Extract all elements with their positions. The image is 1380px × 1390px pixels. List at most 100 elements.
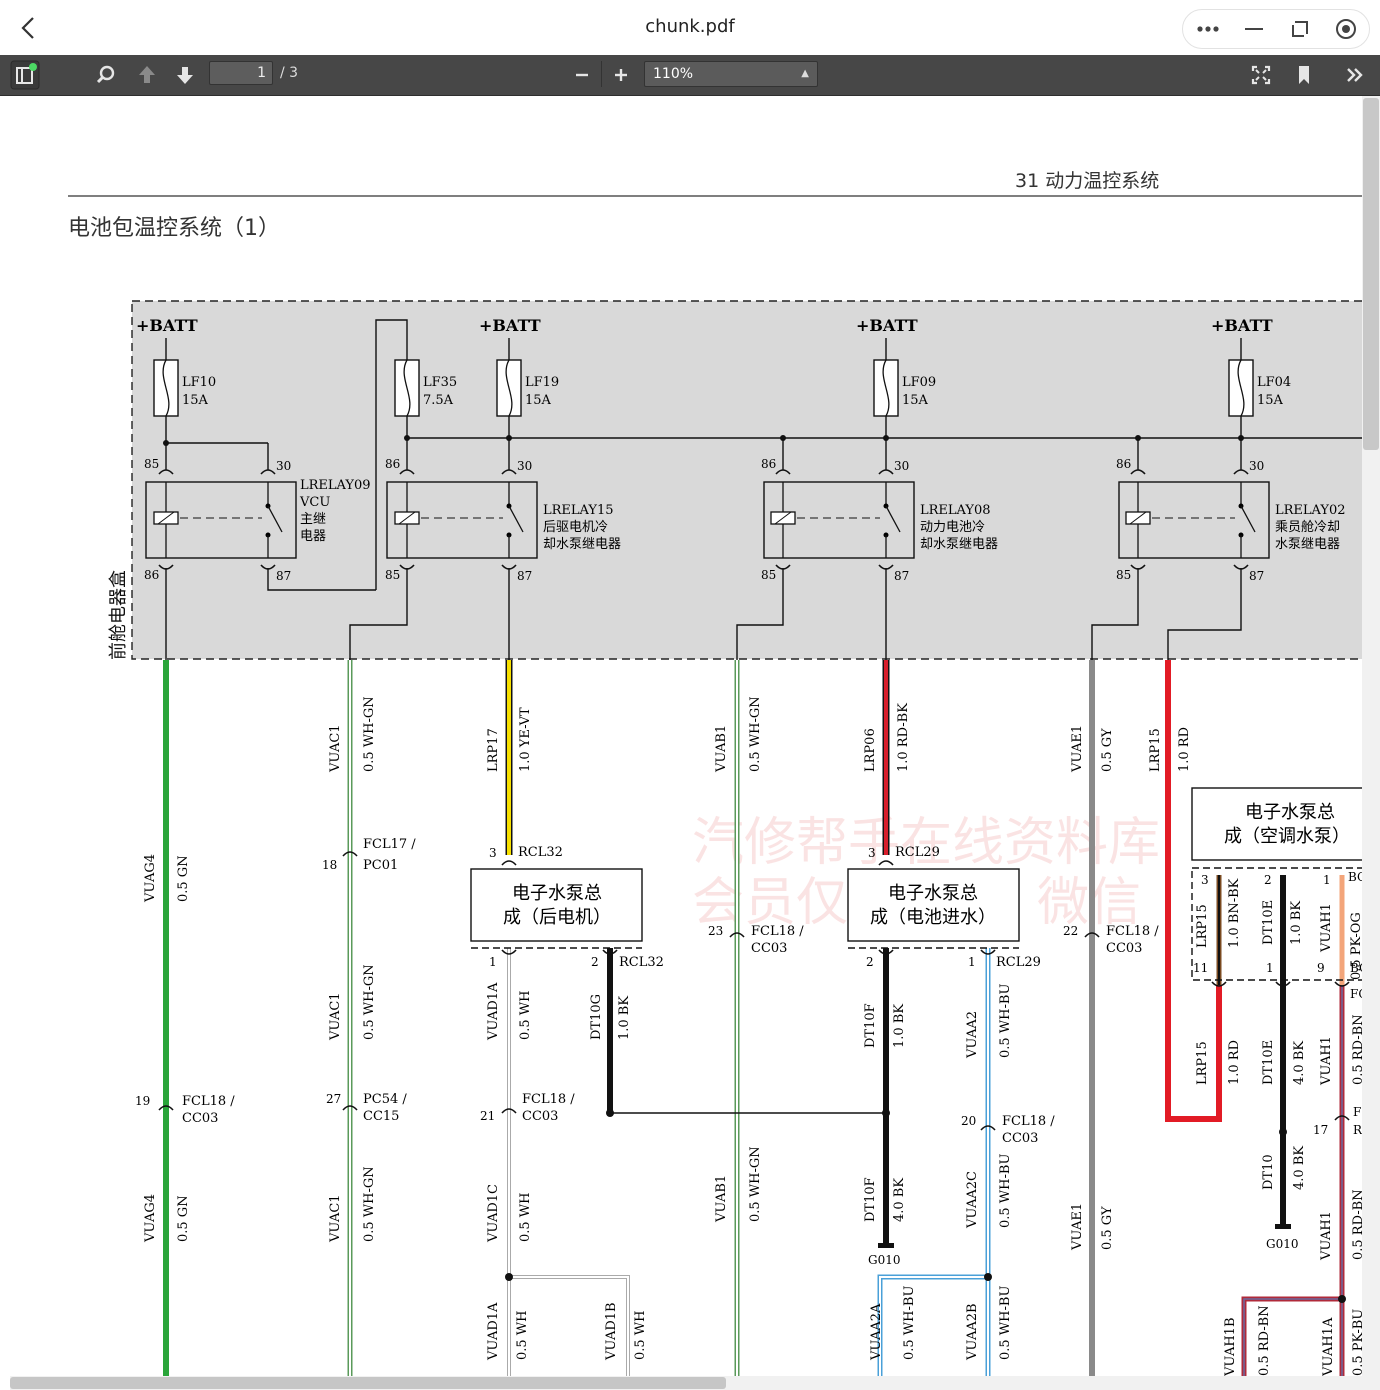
svg-text:LRELAY08: LRELAY08 — [920, 503, 991, 518]
next-page-icon[interactable] — [170, 60, 200, 90]
bookmark-icon[interactable] — [1289, 60, 1319, 90]
svg-text:18: 18 — [322, 858, 337, 872]
fuse-lf19: LF19 15A — [496, 359, 559, 417]
wire-spec: 1.0 RD — [1227, 1040, 1242, 1085]
svg-text:电子水泵总: 电子水泵总 — [512, 883, 602, 904]
zoom-select[interactable]: 110%▲ — [644, 61, 818, 87]
relay-lrelay09: LRELAY09 VCU 主继 电器 85 30 86 87 — [144, 457, 371, 583]
wire-label: DT10F — [863, 1177, 878, 1222]
relay-lrelay08: LRELAY08 动力电池冷 却水泵继电器 86 30 85 87 — [761, 457, 998, 583]
previous-page-icon[interactable] — [132, 60, 162, 90]
wire-spec: 4.0 BK — [1292, 1146, 1307, 1190]
fullscreen-icon[interactable] — [1246, 60, 1276, 90]
svg-text:85: 85 — [144, 457, 159, 471]
svg-text:成（电池进水）: 成（电池进水） — [870, 907, 996, 928]
connector-fcl18: FCL18 / — [182, 1094, 235, 1109]
sidebar-toggle-icon[interactable] — [10, 60, 40, 90]
svg-text:成（空调水泵）: 成（空调水泵） — [1224, 826, 1350, 847]
svg-text:7.5A: 7.5A — [423, 393, 454, 408]
wire-spec: 0.5 WH-BU — [998, 1154, 1013, 1228]
svg-text:LF10: LF10 — [182, 375, 216, 390]
wire-label: VUAH1 — [1319, 1211, 1334, 1261]
svg-text:汽修帮手在线资料库: 汽修帮手在线资料库 — [692, 813, 1160, 873]
wire-label: LRP15 — [1148, 728, 1163, 772]
wire-spec: 0.5 WH-BU — [902, 1286, 917, 1360]
wire-spec: 0.5 WH — [518, 1192, 533, 1242]
vertical-scroll-thumb[interactable] — [1363, 98, 1379, 450]
svg-text:85: 85 — [1116, 568, 1131, 582]
wire-spec: 0.5 WH-GN — [748, 696, 763, 772]
restore-icon[interactable] — [1285, 14, 1315, 44]
svg-text:LF35: LF35 — [423, 375, 457, 390]
fuse-lf10: LF10 15A — [153, 359, 216, 417]
svg-text:RCL32: RCL32 — [619, 955, 664, 970]
svg-text:LF09: LF09 — [902, 375, 936, 390]
wire-spec: 1.0 RD — [1177, 727, 1192, 772]
svg-text:87: 87 — [517, 569, 532, 583]
svg-text:11: 11 — [1193, 961, 1208, 975]
fuse-box-label: 前舱电器盒 — [108, 570, 129, 660]
wire-spec: 1.0 BN-BK — [1227, 878, 1242, 948]
wire-spec: 0.5 WH-GN — [362, 964, 377, 1040]
svg-text:PC01: PC01 — [363, 858, 398, 873]
wire-label: VUAD1C — [486, 1184, 501, 1243]
wire-label: VUAG4 — [143, 854, 158, 903]
ground-g010: G010 — [1266, 1224, 1299, 1251]
svg-text:22: 22 — [1063, 924, 1078, 938]
svg-text:VCU: VCU — [299, 495, 330, 510]
svg-text:BC: BC — [1348, 870, 1366, 884]
svg-text:水泵继电器: 水泵继电器 — [1275, 537, 1340, 552]
page-count: / 3 — [280, 65, 299, 81]
wire-spec: 0.5 WH-GN — [362, 1166, 377, 1242]
back-arrow-icon[interactable] — [14, 13, 44, 43]
more-options-icon[interactable] — [1193, 14, 1223, 44]
more-tools-icon[interactable] — [1340, 60, 1370, 90]
wire-label: VUAG4 — [143, 1194, 158, 1243]
pump-rear-motor: 电子水泵总 成（后电机） 3 RCL32 1 2 RCL32 — [470, 845, 664, 970]
svg-text:CC03: CC03 — [522, 1109, 558, 1124]
wire-spec: 0.5 GY — [1100, 1206, 1115, 1250]
wire-label: DT10E — [1261, 900, 1276, 945]
wiring-diagram: 31 动力温控系统 电池包温控系统（1） 前舱电器盒 汽修帮手在线资料库 会员仅… — [68, 170, 1380, 1377]
svg-text:乘员舱冷却: 乘员舱冷却 — [1275, 520, 1340, 535]
wire-label: VUAA2B — [965, 1303, 980, 1361]
zoom-in-icon[interactable] — [606, 60, 636, 90]
ground-g010: G010 — [868, 1243, 901, 1267]
connector-fcl17: FCL17 / — [363, 837, 416, 852]
section-title: 31 动力温控系统 — [1015, 170, 1159, 192]
wire-spec: 4.0 BK — [1292, 1041, 1307, 1085]
svg-text:19: 19 — [135, 1094, 150, 1108]
wire-spec: 0.5 RD-BN — [1257, 1305, 1272, 1376]
wire-spec: 0.5 GY — [1100, 728, 1115, 772]
wire-label: VUAE1 — [1070, 1203, 1085, 1251]
connector-fcl18: FCL18 / — [522, 1092, 575, 1107]
wire-label: VUAD1A — [486, 982, 501, 1041]
svg-text:86: 86 — [761, 457, 776, 471]
minimize-icon[interactable] — [1239, 14, 1269, 44]
svg-text:电子水泵总: 电子水泵总 — [888, 883, 978, 904]
wire-spec: 0.5 WH-GN — [748, 1146, 763, 1222]
page-number-input[interactable]: 1 — [209, 61, 273, 85]
svg-text:87: 87 — [1249, 569, 1264, 583]
wire-spec: 0.5 GN — [176, 855, 191, 902]
wire-label: VUAC1 — [328, 992, 343, 1041]
wire-label: VUAB1 — [714, 725, 729, 773]
wire-spec: 0.5 WH — [518, 990, 533, 1040]
relay-lrelay15: LRELAY15 后驱电机冷 却水泵继电器 86 30 85 87 — [385, 457, 621, 583]
zoom-out-icon[interactable] — [567, 60, 597, 90]
search-icon[interactable] — [91, 60, 121, 90]
wire-label: VUAH1 — [1319, 1036, 1334, 1086]
svg-text:30: 30 — [276, 459, 291, 473]
svg-text:3: 3 — [868, 846, 876, 860]
batt-label: +BATT — [856, 316, 918, 335]
horizontal-scroll-thumb[interactable] — [10, 1377, 726, 1389]
svg-text:1: 1 — [489, 955, 497, 969]
wire-spec: 0.5 WH — [633, 1310, 648, 1360]
svg-text:LRELAY09: LRELAY09 — [300, 478, 371, 493]
close-target-icon[interactable] — [1331, 14, 1361, 44]
batt-label: +BATT — [479, 316, 541, 335]
fuse-lf04: LF04 15A — [1228, 359, 1291, 417]
svg-text:87: 87 — [276, 569, 291, 583]
svg-text:2: 2 — [866, 955, 874, 969]
wire-spec: 0.5 WH-GN — [362, 696, 377, 772]
